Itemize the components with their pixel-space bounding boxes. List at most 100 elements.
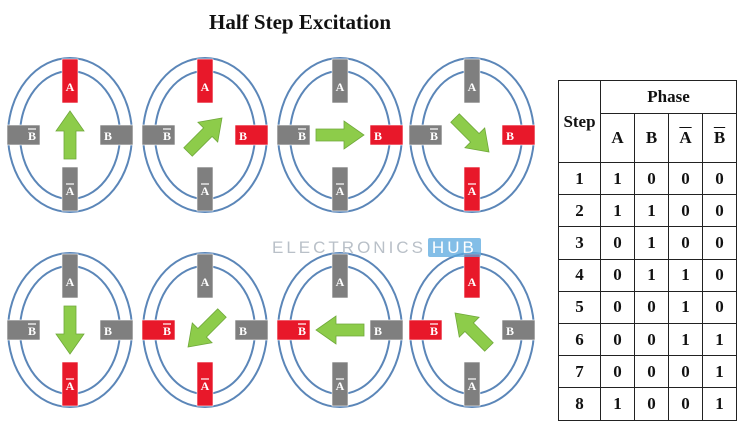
pole-a-bar-label: A xyxy=(336,184,345,198)
rotor-arrow-icon xyxy=(315,315,365,345)
table-cell-step: 2 xyxy=(558,194,601,228)
pole-a-label: A xyxy=(201,275,210,289)
table-cell-value: 1 xyxy=(668,258,703,292)
pole-a-label: A xyxy=(201,80,210,94)
pole-a-bar xyxy=(61,166,79,212)
table-cell-value: 0 xyxy=(702,258,737,292)
table-cell-step: 1 xyxy=(558,161,601,196)
pole-b-bar-label: B xyxy=(430,324,438,338)
pole-b-label: B xyxy=(506,129,514,143)
diagram-title: Half Step Excitation xyxy=(209,10,391,34)
pole-b xyxy=(501,319,536,341)
pole-b-label: B xyxy=(506,324,514,338)
pole-b xyxy=(369,124,404,146)
rotor-arrow-icon xyxy=(187,308,227,348)
pole-a-bar-label: A xyxy=(66,379,75,393)
table-cell-value: 0 xyxy=(634,161,669,196)
table-cell-value: 0 xyxy=(600,355,635,389)
rotor-arrow-icon xyxy=(183,117,223,157)
table-cell-value: 0 xyxy=(634,387,669,421)
pole-a-bar-label: A xyxy=(468,379,477,393)
table-cell-value: 1 xyxy=(634,194,669,228)
pole-a-bar xyxy=(61,361,79,407)
pole-b-bar-label: B xyxy=(298,129,306,143)
pole-b xyxy=(234,319,269,341)
table-cell-value: 1 xyxy=(668,290,703,324)
pole-a-bar xyxy=(196,166,214,212)
pole-a-label: A xyxy=(468,275,477,289)
table-cell-value: 1 xyxy=(600,194,635,228)
table-cell-value: 0 xyxy=(702,194,737,228)
table-cell-value: 1 xyxy=(634,226,669,260)
pole-a-bar-label: A xyxy=(201,379,210,393)
pole-a-bar-label: A xyxy=(468,184,477,198)
pole-b-bar xyxy=(6,124,41,146)
pole-a-label: A xyxy=(468,80,477,94)
table-cell-step: 6 xyxy=(558,322,601,357)
motor-step-2: A A B B xyxy=(141,57,269,213)
pole-b-bar-label: B xyxy=(163,129,171,143)
pole-a xyxy=(331,58,349,104)
pole-a-bar-label: A xyxy=(336,379,345,393)
pole-a xyxy=(61,253,79,299)
pole-a-bar xyxy=(463,166,481,212)
pole-b-bar xyxy=(276,319,311,341)
pole-b-bar-label: B xyxy=(28,324,36,338)
pole-b xyxy=(99,319,134,341)
pole-b-bar-label: B xyxy=(163,324,171,338)
pole-b-label: B xyxy=(239,324,247,338)
pole-a-bar-label: A xyxy=(201,184,210,198)
table-cell-step: 8 xyxy=(558,387,601,421)
table-cell-value: 0 xyxy=(702,226,737,260)
pole-b-bar xyxy=(408,124,443,146)
table-cell-value: 1 xyxy=(600,161,635,196)
table-cell-value: 1 xyxy=(702,387,737,421)
pole-b-label: B xyxy=(374,129,382,143)
pole-a-label: A xyxy=(66,275,75,289)
pole-b-bar xyxy=(276,124,311,146)
pole-a-bar xyxy=(196,361,214,407)
col-header-a-bar: A xyxy=(679,128,692,147)
pole-a xyxy=(331,253,349,299)
col-header-a: A xyxy=(600,113,635,163)
motor-step-8: A A B B xyxy=(408,252,536,408)
pole-b-label: B xyxy=(239,129,247,143)
pole-b-bar-label: B xyxy=(28,129,36,143)
table-cell-value: 0 xyxy=(668,194,703,228)
pole-a-bar xyxy=(331,166,349,212)
table-cell-step: 4 xyxy=(558,258,601,292)
table-cell-value: 0 xyxy=(668,161,703,196)
pole-b-bar xyxy=(141,319,176,341)
col-header-b-bar: B xyxy=(713,128,726,147)
pole-b-bar xyxy=(6,319,41,341)
table-cell-value: 0 xyxy=(600,226,635,260)
motor-step-6: A A B B xyxy=(141,252,269,408)
pole-b-bar xyxy=(408,319,443,341)
table-cell-value: 1 xyxy=(668,322,703,357)
col-header-b: B xyxy=(634,113,669,163)
table-cell-value: 0 xyxy=(634,355,669,389)
pole-b xyxy=(234,124,269,146)
table-cell-value: 1 xyxy=(702,355,737,389)
pole-b-bar-label: B xyxy=(430,129,438,143)
table-cell-value: 1 xyxy=(702,322,737,357)
table-cell-value: 1 xyxy=(600,387,635,421)
rotor-arrow-icon xyxy=(454,312,494,352)
pole-b xyxy=(501,124,536,146)
pole-a xyxy=(196,58,214,104)
table-cell-value: 1 xyxy=(634,258,669,292)
table-cell-step: 7 xyxy=(558,355,601,389)
table-cell-value: 0 xyxy=(600,322,635,357)
pole-b-label: B xyxy=(104,324,112,338)
table-header-row: Step Phase xyxy=(558,80,737,163)
